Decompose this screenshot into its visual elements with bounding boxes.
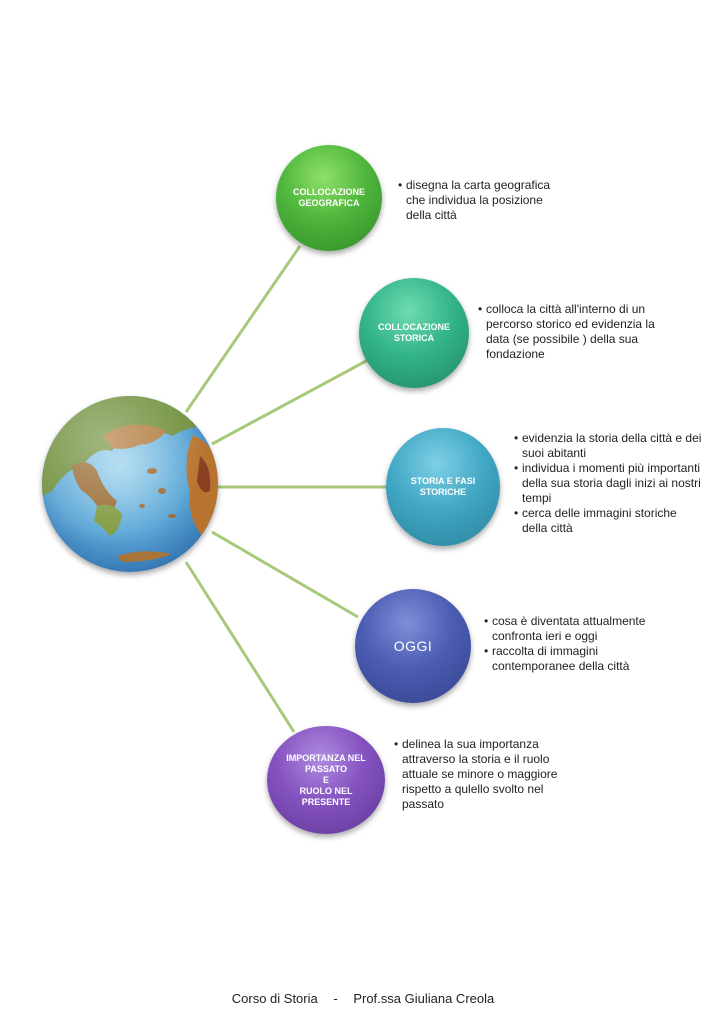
- node-collocazione-geografica: COLLOCAZIONE GEOGRAFICA: [276, 145, 382, 251]
- node-title-line: OGGI: [393, 637, 433, 654]
- node-title-line: E: [322, 774, 329, 785]
- description-storia-e-fasi-storiche: evidenzia la storia della città e dei su…: [514, 431, 704, 536]
- node-oggi: OGGI: [355, 589, 471, 703]
- node-title-line: GEOGRAFICA: [298, 198, 360, 208]
- description-collocazione-storica: colloca la città all'interno di un perco…: [478, 302, 678, 362]
- bullet-item: cerca delle immagini storiche della citt…: [514, 506, 704, 536]
- description-importanza-e-ruolo: delinea la sua importanza attraverso la …: [394, 737, 564, 812]
- node-collocazione-storica: COLLOCAZIONE STORICA: [359, 278, 469, 388]
- page-footer: Corso di Storia - Prof.ssa Giuliana Creo…: [0, 991, 726, 1006]
- footer-course: Corso di Storia: [231, 991, 318, 1006]
- node-importanza-e-ruolo: IMPORTANZA NEL PASSATO E RUOLO NEL PRESE…: [267, 726, 385, 834]
- node-storia-e-fasi-storiche: STORIA E FASI STORICHE: [386, 428, 500, 546]
- node-title-line: COLLOCAZIONE: [378, 322, 450, 332]
- bullet-item: delinea la sua importanza attraverso la …: [394, 737, 564, 812]
- node-title-line: PASSATO: [304, 763, 347, 774]
- connector-line-storica: [211, 358, 369, 446]
- description-collocazione-geografica: disegna la carta geografica che individu…: [398, 178, 568, 223]
- connector-line-importanza: [184, 561, 296, 733]
- greece-map-globe-icon: [42, 396, 218, 572]
- node-title-line: PRESENTE: [301, 796, 351, 807]
- node-title-line: STORIA E FASI: [410, 476, 476, 486]
- node-title-line: STORICHE: [419, 487, 467, 497]
- description-oggi: cosa è diventata attualmente confronta i…: [484, 614, 674, 674]
- node-title-line: COLLOCAZIONE: [293, 187, 365, 197]
- connector-line-oggi: [211, 530, 359, 619]
- footer-author: Prof.ssa Giuliana Creola: [353, 991, 495, 1006]
- footer-separator: -: [333, 991, 338, 1006]
- bullet-item: individua i momenti più importanti della…: [514, 461, 704, 506]
- bullet-item: disegna la carta geografica che individu…: [398, 178, 568, 223]
- bullet-item: evidenzia la storia della città e dei su…: [514, 431, 704, 461]
- node-title-line: RUOLO NEL: [299, 785, 353, 796]
- connector-line-geografica: [184, 245, 302, 413]
- node-title-line: STORICA: [393, 333, 435, 343]
- bullet-item: raccolta di immagini contemporanee della…: [484, 644, 674, 674]
- bullet-item: colloca la città all'interno di un perco…: [478, 302, 678, 362]
- node-title-line: IMPORTANZA NEL: [286, 752, 366, 763]
- bullet-item: cosa è diventata attualmente confronta i…: [484, 614, 674, 644]
